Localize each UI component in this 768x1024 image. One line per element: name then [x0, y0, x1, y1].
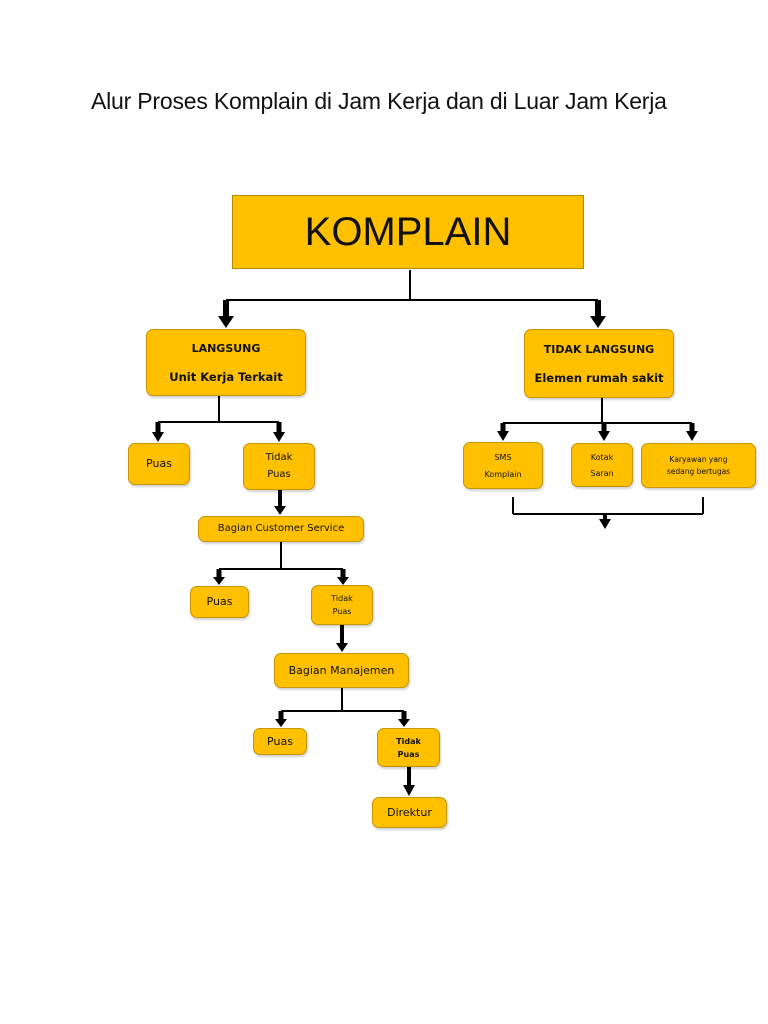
sms-label: SMS	[494, 452, 512, 462]
tidak-langsung-box: TIDAK LANGSUNG Elemen rumah sakit	[524, 329, 674, 398]
sms-komplain-box: SMS Komplain	[463, 442, 543, 489]
puas-box-2: Puas	[190, 586, 249, 618]
manajemen-box: Bagian Manajemen	[274, 653, 409, 688]
langsung-box: LANGSUNG Unit Kerja Terkait	[146, 329, 306, 396]
tidak-langsung-label: TIDAK LANGSUNG	[543, 342, 655, 356]
direktur-label: Direktur	[387, 805, 432, 819]
tidak-puas-box-1: Tidak Puas	[243, 443, 315, 490]
komplain-sub-label: Komplain	[484, 469, 522, 479]
puas-label-2: Puas	[206, 595, 233, 608]
puas-box-3: Puas	[253, 728, 307, 755]
tidak-label-3: Tidak	[396, 736, 421, 746]
customer-service-label: Bagian Customer Service	[217, 523, 345, 534]
diagram-title: Alur Proses Komplain di Jam Kerja dan di…	[91, 88, 667, 114]
direktur-box: Direktur	[372, 797, 447, 828]
unit-kerja-label: Unit Kerja Terkait	[169, 369, 283, 384]
manajemen-label: Bagian Manajemen	[288, 663, 395, 677]
kotak-label: Kotak	[590, 452, 614, 462]
tidak-puas-box-3: Tidak Puas	[377, 728, 440, 767]
saran-label: Saran	[590, 468, 614, 478]
karyawan-box: Karyawan yang sedang bertugas	[641, 443, 756, 488]
puas-box-1: Puas	[128, 443, 190, 485]
karyawan-label: Karyawan yang	[669, 454, 728, 464]
kotak-saran-box: Kotak Saran	[571, 443, 633, 487]
puas-label-1: Puas	[146, 457, 172, 470]
puas-label-3: Puas	[267, 734, 293, 748]
elemen-rs-label: Elemen rumah sakit	[534, 370, 664, 385]
komplain-label: KOMPLAIN	[304, 209, 512, 254]
puas-sub-label-3: Puas	[397, 749, 420, 759]
puas-sub-label-1: Puas	[267, 469, 291, 480]
komplain-box: KOMPLAIN	[232, 195, 584, 269]
puas-sub-label-2: Puas	[332, 607, 352, 616]
tidak-puas-box-2: Tidak Puas	[311, 585, 373, 625]
customer-service-box: Bagian Customer Service	[198, 516, 364, 542]
bertugas-label: sedang bertugas	[666, 466, 731, 476]
langsung-label: LANGSUNG	[191, 341, 261, 355]
tidak-label-2: Tidak	[331, 594, 353, 603]
tidak-label-1: Tidak	[265, 452, 293, 463]
